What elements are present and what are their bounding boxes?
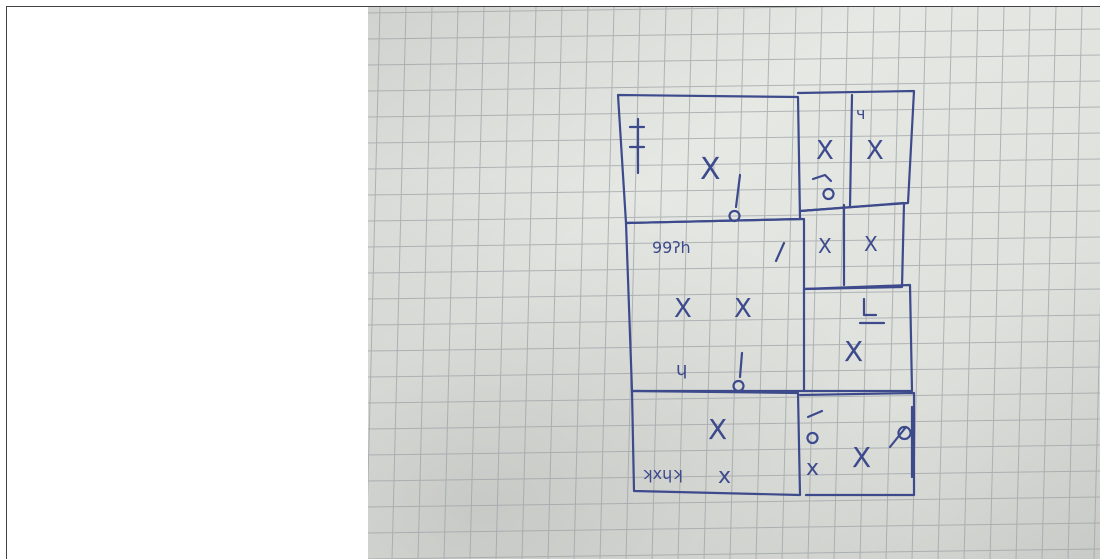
- mark-x-bottom-right-small: x: [806, 456, 819, 481]
- mark-x-top-right-b: X: [866, 136, 884, 166]
- grid-line-vertical: [885, 7, 901, 559]
- mark-x-top-left: X: [700, 152, 721, 187]
- grid-line-horizontal: [368, 288, 1100, 300]
- grid-line-horizontal: [368, 54, 1100, 66]
- grid-line-vertical: [989, 7, 1005, 559]
- fixture-top-left: [628, 117, 646, 175]
- grid-line-horizontal: [368, 28, 1100, 40]
- grid-line-vertical: [469, 7, 485, 559]
- grid-line-horizontal: [368, 470, 1100, 482]
- grid-line-vertical: [599, 7, 615, 559]
- grid-line-horizontal: [368, 106, 1100, 118]
- mark-x-bottom-left-small: x: [718, 464, 731, 489]
- grid-line-horizontal: [368, 366, 1100, 378]
- grid-line-vertical: [781, 7, 797, 559]
- grid-line-vertical: [417, 7, 433, 559]
- mark-x-top-right-a: X: [816, 136, 834, 166]
- grid-line-horizontal: [368, 444, 1100, 456]
- grid-line-vertical: [495, 7, 511, 559]
- grid-line-vertical: [573, 7, 589, 559]
- blank-left-panel: [6, 6, 368, 559]
- grid-line-vertical: [443, 7, 459, 559]
- grid-line-horizontal: [368, 548, 1100, 559]
- floorplan-sketch-photo: X X X X X X X X X x x X ч 99ʔh ɥ ʞxɥʞ: [368, 6, 1100, 559]
- grid-line-horizontal: [368, 314, 1100, 326]
- door-swing-bottom-right: [888, 425, 912, 449]
- scribble-bottom-left: ʞxɥʞ: [642, 464, 683, 483]
- mark-x-bottom-left: X: [708, 413, 727, 446]
- grid-line-vertical: [625, 7, 641, 559]
- grid-line-vertical: [729, 7, 745, 559]
- room-bottom-right-outline: [798, 391, 916, 497]
- grid-line-vertical: [703, 7, 719, 559]
- door-swing-middle: [732, 351, 745, 392]
- grid-line-horizontal: [368, 496, 1100, 508]
- grid-line-vertical: [1041, 7, 1057, 559]
- fixture-middle-right: [858, 297, 886, 325]
- room-middle-right-outline: [802, 283, 914, 393]
- grid-line-vertical: [1093, 303, 1100, 559]
- door-swing-bottom: [806, 409, 824, 444]
- grid-line-vertical: [807, 7, 823, 559]
- scribble-top-right: ч: [856, 104, 865, 123]
- grid-line-vertical: [677, 7, 693, 559]
- grid-line-horizontal: [368, 132, 1100, 144]
- grid-line-horizontal: [368, 80, 1100, 92]
- grid-line-vertical: [391, 7, 407, 559]
- door-swing-top: [728, 173, 742, 222]
- scribble-middle: ɥ: [676, 359, 687, 380]
- graph-paper-grid: [368, 7, 1100, 559]
- door-swing-mid: [774, 241, 786, 263]
- photo-canvas: X X X X X X X X X x x X ч 99ʔh ɥ ʞxɥʞ: [368, 7, 1100, 559]
- mark-x-middle-left-b: X: [734, 294, 752, 324]
- grid-line-vertical: [368, 7, 381, 501]
- mark-x-bottom-right: X: [852, 441, 871, 474]
- grid-line-horizontal: [368, 7, 844, 14]
- scribble-middle-left: 99ʔh: [652, 238, 691, 257]
- grid-line-horizontal: [368, 340, 1100, 352]
- grid-line-horizontal: [368, 262, 1100, 274]
- grid-line-horizontal: [368, 184, 1100, 196]
- sketch-annotations: X X X X X X X X X x x X ч 99ʔh ɥ ʞxɥʞ: [642, 104, 884, 489]
- door-swing-top-right: [811, 173, 835, 200]
- grid-line-vertical: [963, 7, 979, 559]
- grid-line-horizontal: [368, 522, 1100, 534]
- room-bottom-left-outline: [630, 389, 802, 497]
- mark-x-mid-small-b: X: [864, 232, 878, 256]
- grid-line-vertical: [651, 7, 667, 559]
- grid-line-vertical: [937, 7, 953, 559]
- grid-line-vertical: [859, 7, 875, 559]
- grid-line-vertical: [1015, 7, 1031, 559]
- grid-line-vertical: [1067, 7, 1083, 559]
- mark-x-middle-right: X: [844, 335, 863, 368]
- grid-line-vertical: [547, 7, 563, 559]
- wall-top-right-divider: [848, 93, 854, 209]
- mark-x-mid-small-a: X: [818, 234, 832, 258]
- grid-line-horizontal: [368, 418, 1100, 430]
- grid-line-vertical: [521, 7, 537, 559]
- paper-shadow: [368, 7, 1100, 559]
- grid-line-vertical: [755, 7, 771, 559]
- grid-line-vertical: [833, 7, 849, 559]
- mark-x-middle-left-a: X: [674, 294, 692, 324]
- grid-line-horizontal: [368, 158, 1100, 170]
- floorplan-drawing: [616, 89, 916, 497]
- grid-line-horizontal: [368, 236, 1100, 248]
- grid-line-horizontal: [368, 392, 1100, 404]
- grid-line-horizontal: [368, 210, 1100, 222]
